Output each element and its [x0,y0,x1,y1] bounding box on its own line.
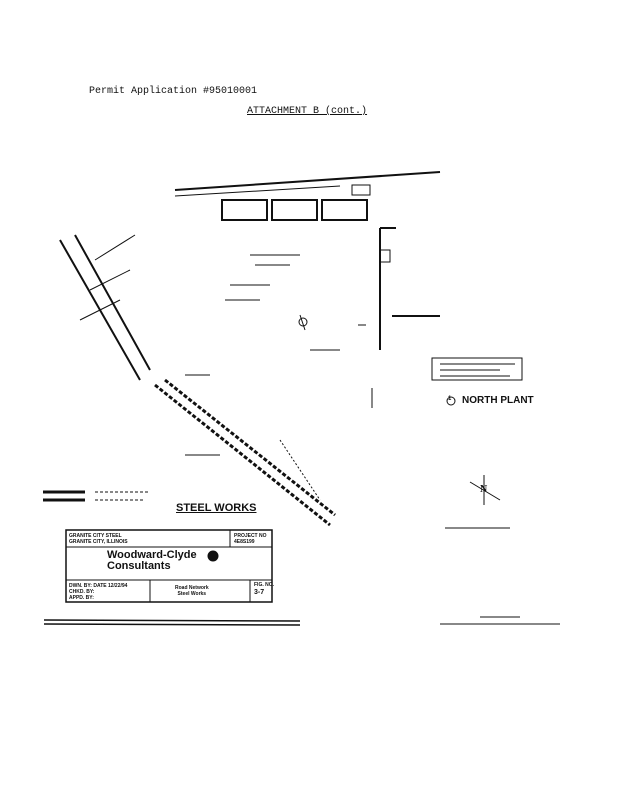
plant-label-text: NORTH PLANT [462,395,534,406]
approved-by: APPD. BY: [69,595,94,601]
project-no-label: PROJECT NO [234,533,267,539]
plant-number: 1 [448,396,452,402]
steel-works-label: STEEL WORKS [176,502,257,514]
fig-label: FIG. NO. [254,582,274,588]
north-plant-label: NORTH PLANT [462,395,534,406]
company-name-2: Consultants [107,560,171,572]
project-no-value: 4E8S199 [234,539,255,545]
checked-by: CHKD. BY: [69,589,95,595]
drawing-title-line-2: Steel Works [177,591,207,597]
company-name: Woodward-Clyde [107,549,197,561]
figure-number: FIG. NO.3-7 [254,582,274,597]
drawing-title-line-1: Road Network [175,585,209,591]
client-line-1: GRANITE CITY STEEL [69,533,122,539]
client-line-2: GRANITE CITY, ILLINOIS [69,539,128,545]
attachment-heading: ATTACHMENT B (cont.) [247,106,368,117]
drawn-by: DWN. BY: DATE 12/22/94 [69,583,128,589]
fig-value: 3-7 [254,589,265,596]
permit-application-number: Permit Application #95010001 [89,86,258,97]
north-arrow-label: N [480,484,488,495]
